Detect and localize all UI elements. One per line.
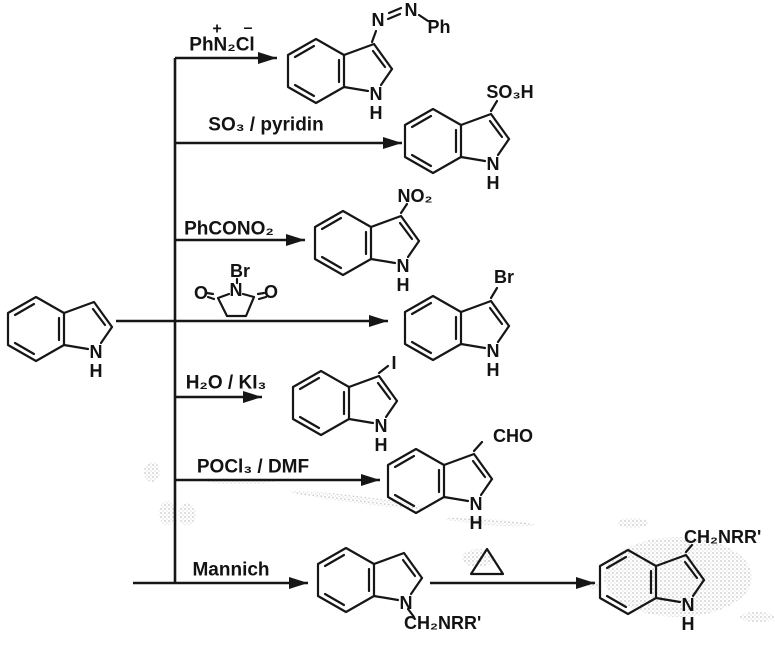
atom-label-o: O: [194, 283, 208, 303]
atom-label-h: H: [370, 103, 383, 123]
atom-label-n: N: [470, 494, 483, 514]
molecule-azo-product: N N Ph N H: [286, 0, 451, 123]
reagent-nbs-structure: Br N O O: [194, 261, 278, 318]
substituent-bond: [377, 364, 390, 375]
reagent-nitration-label: PhCONO₂: [184, 219, 274, 240]
atom-label-n: N: [230, 280, 243, 300]
substituent-label: Br: [494, 267, 514, 287]
molecule-bromo-product: Br N H: [403, 267, 514, 380]
plus-charge-label: +: [212, 21, 221, 38]
scan-artifact: [462, 549, 494, 567]
substituent-bond: [489, 99, 499, 113]
minus-charge-label: –: [244, 20, 253, 37]
atom-label-n: N: [375, 416, 388, 436]
scan-artifacts: [144, 462, 774, 622]
substituent-label: SO₃H: [486, 82, 533, 102]
substituent-label: NO₂: [398, 186, 433, 206]
scan-artifact: [604, 537, 752, 617]
atom-label-h: H: [397, 275, 410, 295]
substituent-label: CHO: [493, 426, 533, 446]
scan-artifact: [740, 612, 774, 622]
atom-label-n: N: [487, 341, 500, 361]
molecule-indole-start: N H: [6, 295, 114, 381]
molecule-n-mannich-product: N CH₂NRR': [316, 546, 481, 633]
substituent-bond: [684, 543, 694, 554]
atom-label-h: H: [682, 614, 695, 634]
carbonyl-double-bonds: [205, 291, 268, 301]
atom-label-n: N: [682, 595, 695, 615]
scan-artifact: [144, 462, 160, 482]
substituent-label: CH₂NRR': [684, 527, 761, 547]
phenyl-label: Ph: [427, 17, 450, 37]
molecule-sulfonic-product: SO₃H N H: [403, 82, 534, 193]
scan-artifact: [178, 503, 196, 525]
reagent-sulfonation-label: SO₃ / pyridin: [208, 115, 323, 136]
atom-label-h: H: [470, 513, 483, 533]
atom-label-n: N: [372, 10, 385, 30]
reagent-mannich-label: Mannich: [192, 560, 269, 581]
atom-label-n: N: [405, 0, 418, 20]
molecule-nitro-product: NO₂ N H: [313, 186, 433, 295]
substituent-bond: [472, 440, 484, 453]
atom-label-n: N: [370, 84, 383, 104]
substituent-label: CH₂NRR': [404, 613, 481, 633]
scan-artifact: [290, 490, 430, 510]
atom-label-o: O: [264, 282, 278, 302]
scan-artifact: [159, 501, 175, 525]
atom-label-h: H: [487, 360, 500, 380]
atom-label-n: N: [90, 342, 103, 362]
molecule-formyl-product: CHO N H: [386, 426, 533, 533]
substituent-label: I: [391, 353, 396, 373]
molecule-iodo-product: I N H: [291, 353, 399, 455]
scan-artifact: [617, 518, 649, 528]
substituent-bond: [489, 286, 499, 300]
succinimide-ring: [216, 292, 256, 318]
reagent-diazonium-label: PhN₂Cl: [189, 35, 254, 56]
substituent-bond: [399, 202, 409, 215]
atom-label-br: Br: [230, 261, 250, 281]
substituent-bond: [406, 607, 416, 619]
atom-label-n: N: [487, 154, 500, 174]
atom-label-h: H: [90, 361, 103, 381]
substituent-bond: [370, 29, 378, 44]
scan-artifact: [445, 517, 535, 527]
heat-triangle-icon: [469, 547, 505, 576]
atom-label-h: H: [375, 435, 388, 455]
atom-label-n: N: [397, 256, 410, 276]
azo-double-bond: [386, 6, 403, 21]
atom-label-n: N: [400, 593, 413, 613]
atom-label-h: H: [487, 173, 500, 193]
bond: [417, 13, 430, 23]
reagent-iodination-label: H₂O / KI₃: [186, 373, 267, 394]
reagent-formylation-label: POCl₃ / DMF: [197, 457, 309, 478]
molecule-c3-mannich-product: CH₂NRR' N H: [598, 527, 761, 634]
